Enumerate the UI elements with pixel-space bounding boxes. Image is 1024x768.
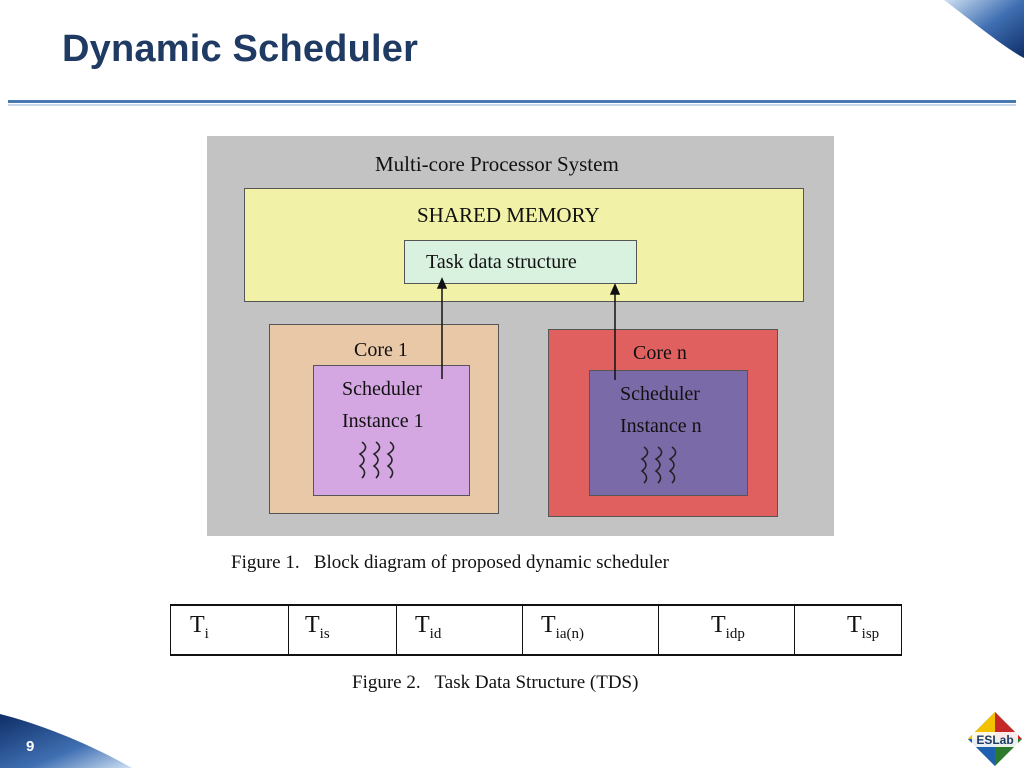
- tds-cell: Tidp: [658, 606, 794, 654]
- corner-swoosh-top: [944, 0, 1024, 58]
- scheduler-instance-n-line2: Instance n: [620, 415, 702, 437]
- tds-cell-base: T: [541, 612, 556, 638]
- tds-cell: Tid: [396, 606, 522, 654]
- title-rule-shadow: [8, 104, 1016, 106]
- tds-cell-base: T: [190, 612, 205, 638]
- tds-cell-base: T: [415, 612, 430, 638]
- tds-cell: Tia(n): [522, 606, 658, 654]
- scheduler-instance-1-line1: Scheduler: [342, 378, 422, 400]
- page-number: 9: [26, 738, 35, 755]
- task-data-structure-box: Task data structure: [404, 240, 637, 284]
- arrows-layer: [436, 277, 621, 380]
- tds-cell-base: T: [711, 612, 726, 638]
- tds-cell-sub: i: [204, 625, 209, 642]
- shared-memory-label: SHARED MEMORY: [417, 203, 600, 227]
- system-label: Multi-core Processor System: [375, 152, 619, 176]
- tds-cell: Tisp: [794, 606, 902, 654]
- core-1-box: Core 1 Scheduler Instance 1: [269, 324, 499, 514]
- tds-cell-sub: idp: [725, 625, 745, 642]
- scheduler-instance-n-line1: Scheduler: [620, 383, 700, 405]
- tds-cell-sub: ia(n): [555, 625, 584, 642]
- eslab-logo-text: ESLab: [976, 733, 1013, 747]
- corner-swoosh-bottom: [0, 714, 132, 768]
- thread-squiggle-icon: [640, 446, 677, 484]
- tds-cell-sub: isp: [861, 625, 880, 642]
- page-title: Dynamic Scheduler: [62, 28, 419, 70]
- tds-cell-sub: id: [429, 625, 442, 642]
- tds-cell: Ti: [170, 606, 288, 654]
- arrow-head-core1: [436, 277, 448, 289]
- tds-cell: Tis: [288, 606, 396, 654]
- thread-squiggle-icon: [358, 441, 395, 479]
- task-data-structure-label: Task data structure: [426, 251, 577, 273]
- tds-cell-base: T: [847, 612, 862, 638]
- task-data-structure-table: Ti Tis Tid Tia(n) Tidp Tisp: [170, 604, 902, 656]
- shared-memory-box: SHARED MEMORY Task data structure: [244, 188, 804, 302]
- core-n-box: Core n Scheduler Instance n: [548, 329, 778, 517]
- tds-cell-sub: is: [319, 625, 330, 642]
- scheduler-instance-1-box: Scheduler Instance 1: [313, 365, 470, 496]
- figure-1-caption: Figure 1. Block diagram of proposed dyna…: [231, 552, 669, 573]
- scheduler-instance-n-box: Scheduler Instance n: [589, 370, 748, 496]
- arrow-head-coren: [609, 283, 621, 295]
- eslab-logo: ESLab: [968, 712, 1022, 766]
- title-rule: [8, 100, 1016, 103]
- core-1-label: Core 1: [354, 339, 408, 361]
- tds-cell-base: T: [305, 612, 320, 638]
- scheduler-instance-1-line2: Instance 1: [342, 410, 424, 432]
- block-diagram: Multi-core Processor System SHARED MEMOR…: [207, 136, 834, 536]
- core-n-label: Core n: [633, 342, 687, 364]
- figure-2-caption: Figure 2. Task Data Structure (TDS): [352, 672, 639, 693]
